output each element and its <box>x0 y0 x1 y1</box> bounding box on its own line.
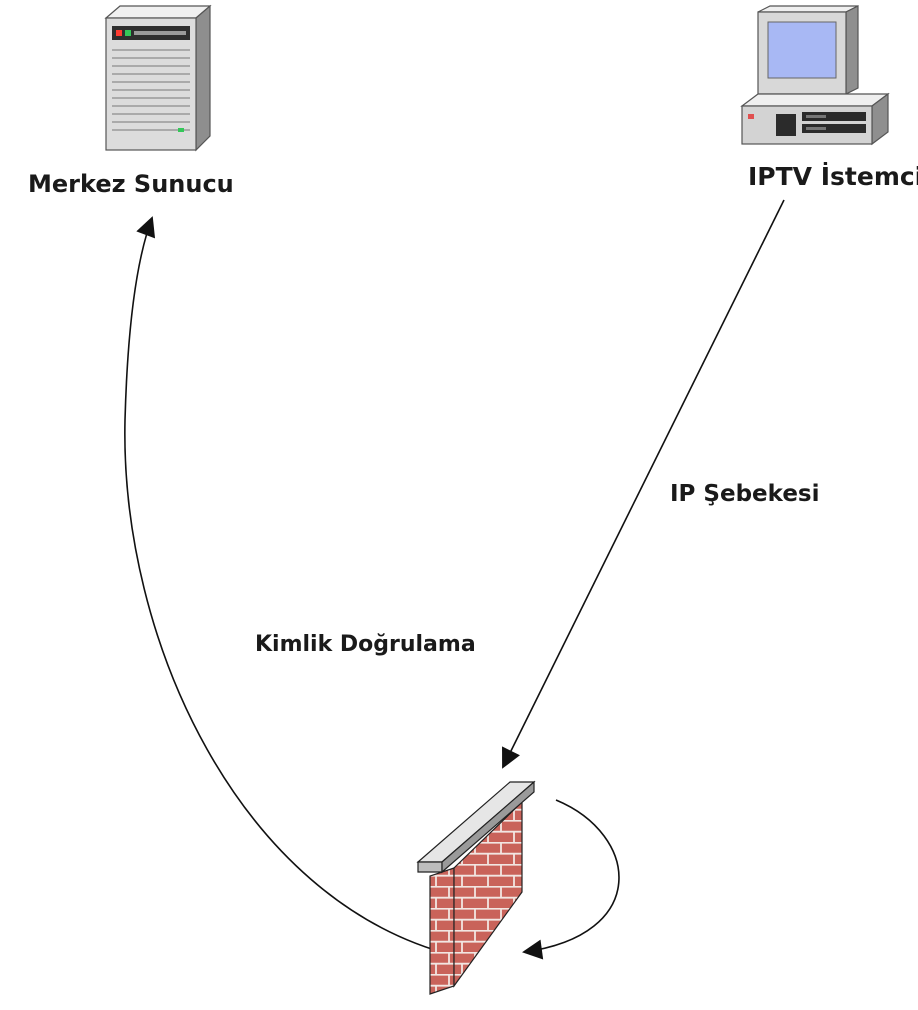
server-label: Merkez Sunucu <box>28 170 234 198</box>
server-tower-icon <box>104 4 212 152</box>
ip-network-connection <box>502 199 785 769</box>
authentication-label: Kimlik Doğrulama <box>255 632 476 657</box>
client-label: IPTV İstemci <box>748 162 918 191</box>
desktop-computer-icon <box>740 5 890 146</box>
ip-network-label: IP Şebekesi <box>670 481 820 507</box>
authentication-connection <box>124 216 453 956</box>
firewall-loop-connection <box>522 799 620 960</box>
firewall-brick-wall-icon <box>416 780 536 995</box>
